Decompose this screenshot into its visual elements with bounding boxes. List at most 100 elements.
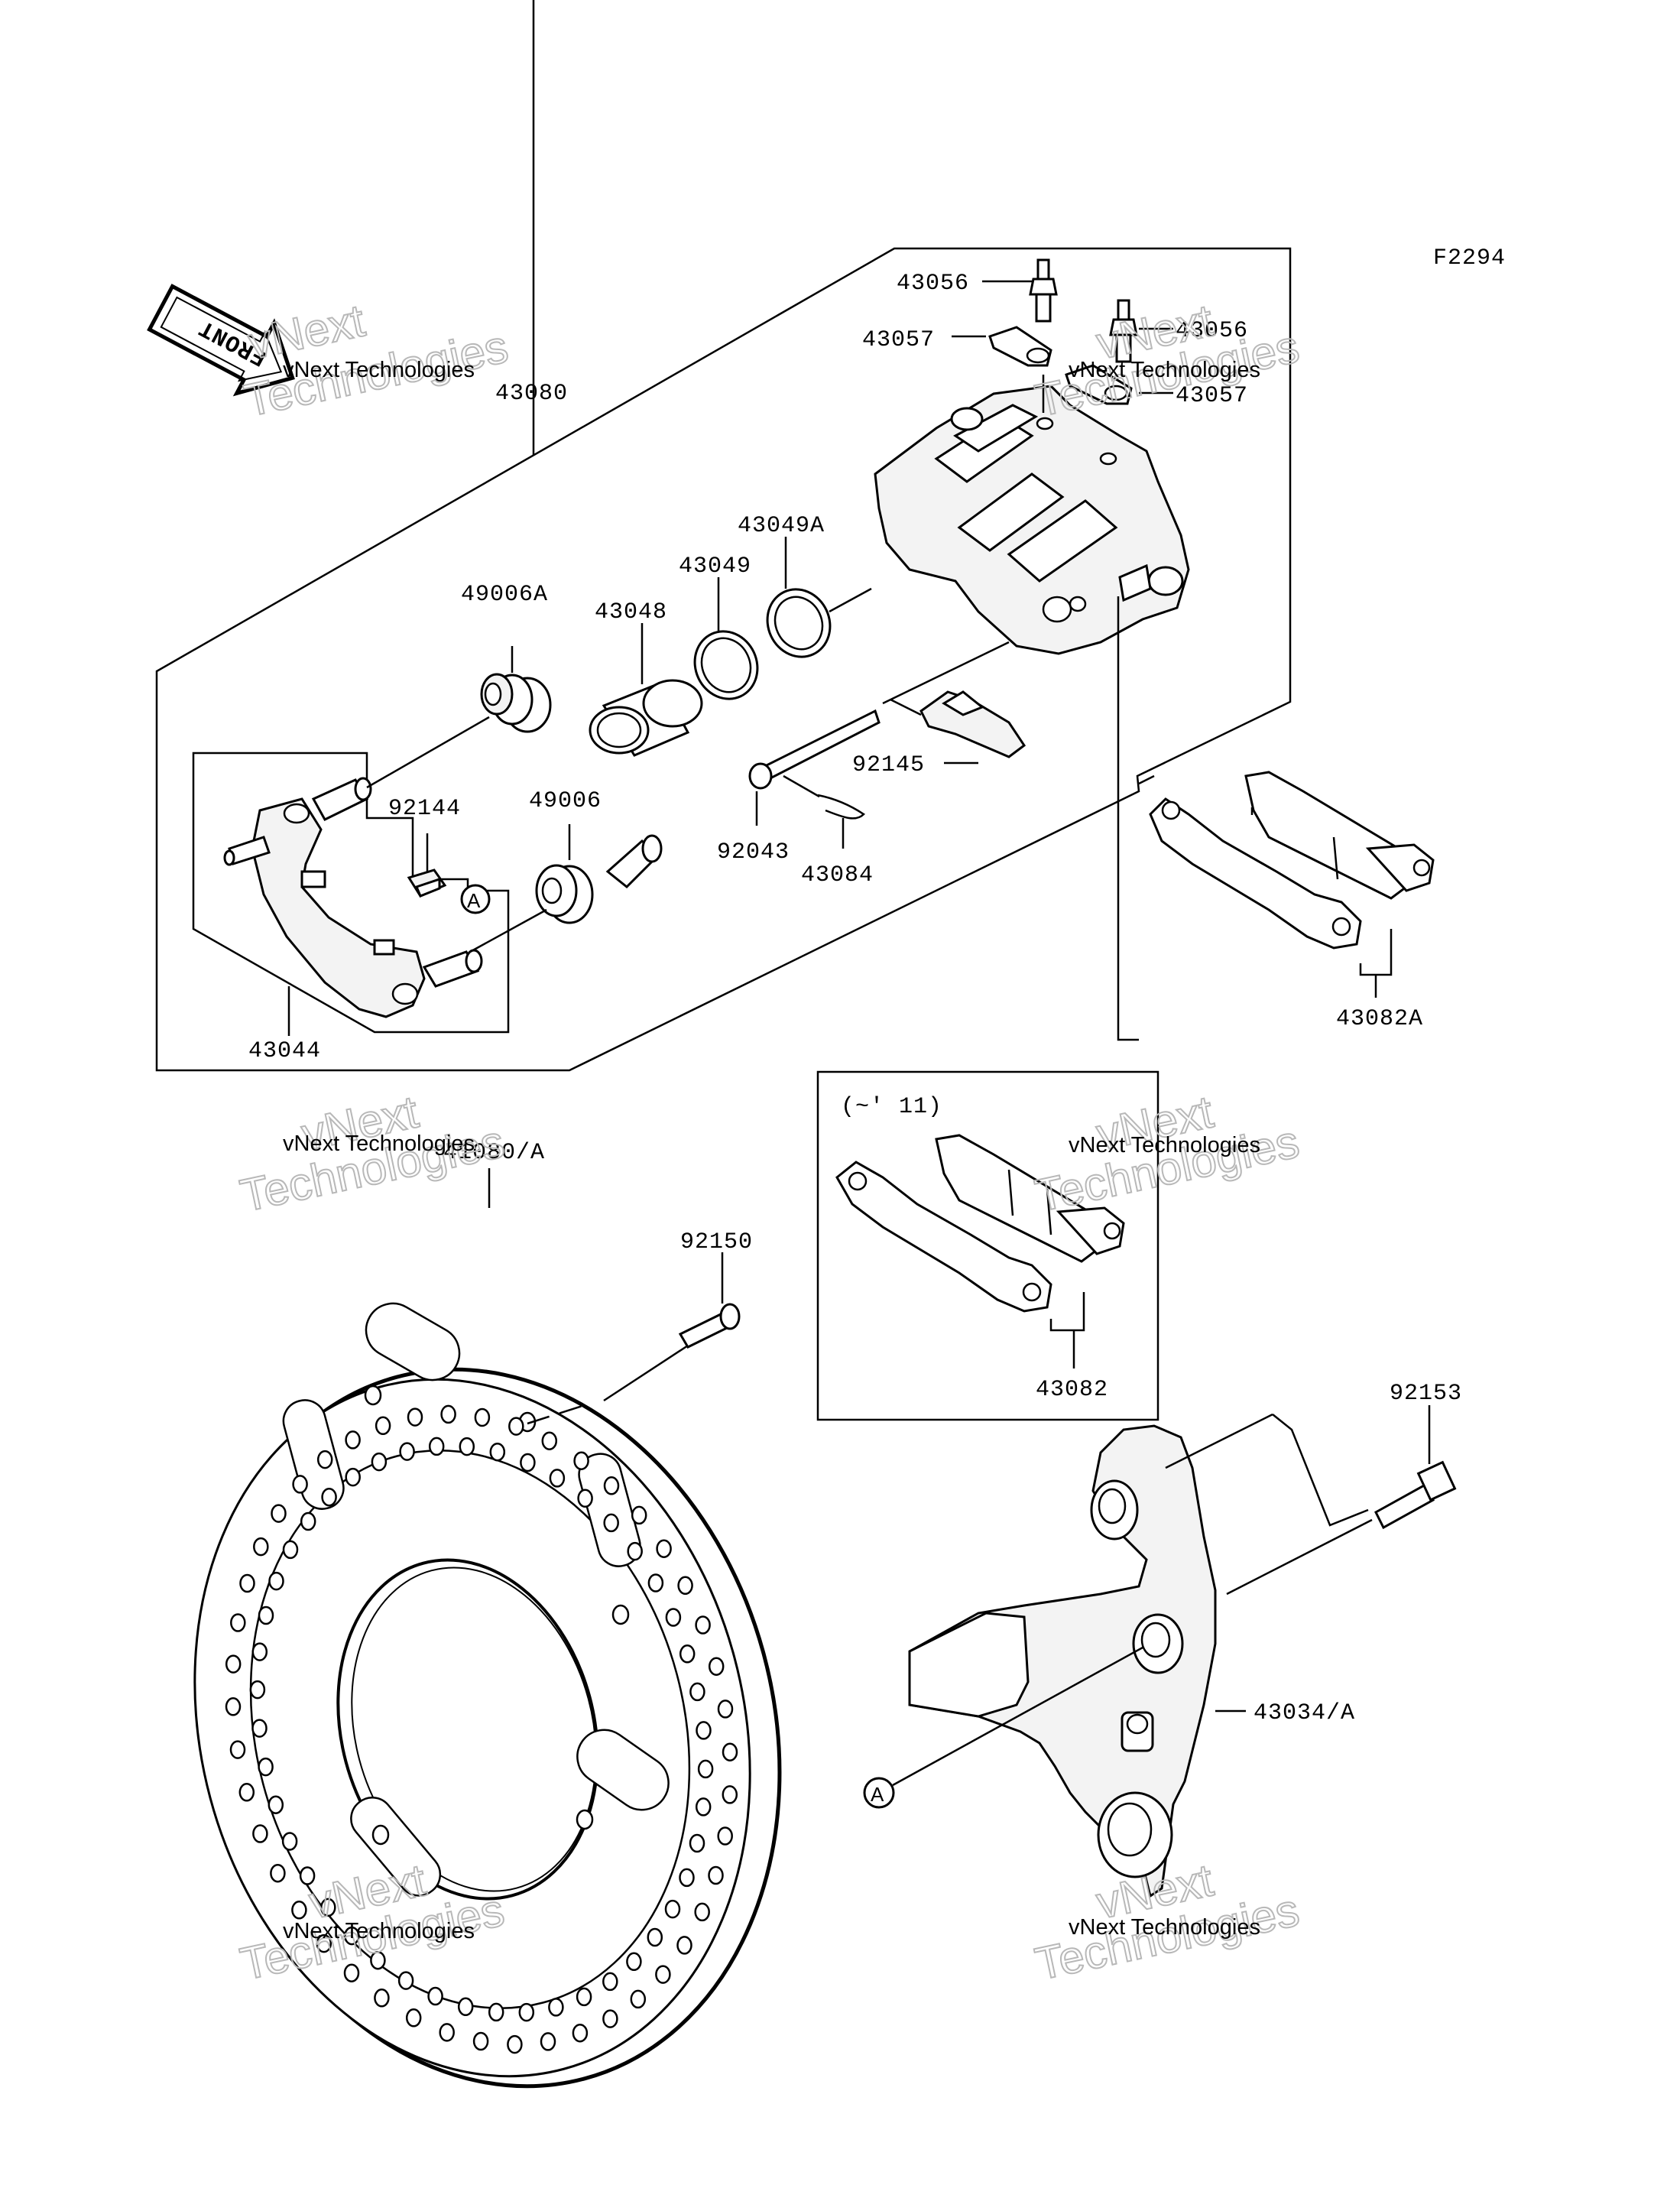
caliper-bracket-43034A [908, 1424, 1246, 1898]
callout-43057-right: 43057 [1176, 383, 1248, 409]
disc-perforation-hole [655, 1965, 671, 1984]
disc-perforation-hole [238, 1783, 255, 1802]
callout-43048: 43048 [595, 599, 667, 625]
caliper-body [874, 385, 1190, 655]
callout-43034A: 43034/A [1254, 1700, 1355, 1726]
disc-perforation-hole [320, 1898, 336, 1917]
svg-text:vNext Technologies: vNext Technologies [1069, 1133, 1260, 1157]
disc-perforation-hole [631, 1505, 647, 1525]
disc-perforation-hole [440, 1404, 456, 1424]
disc-perforation-hole [427, 1986, 443, 2006]
watermark-middle-left: vNext Technologies vNext Technologies [235, 1085, 510, 1222]
piston-43048 [589, 623, 703, 757]
caliper-bracket-43044 [223, 777, 483, 1018]
disc-perforation-hole [540, 2032, 556, 2051]
disc-perforation-hole [375, 1416, 391, 1436]
leader-marker-a-lower [892, 1646, 1143, 1787]
disc-perforation-hole [676, 1936, 692, 1955]
callout-43084: 43084 [801, 862, 874, 888]
disc-perforation-hole [251, 1719, 268, 1738]
disc-perforation-hole [717, 1826, 733, 1846]
disc-perforation-hole [407, 1407, 423, 1427]
callout-43082A: 43082A [1336, 1006, 1423, 1032]
seal-43049A [766, 537, 872, 658]
disc-perforation-hole [225, 1654, 242, 1674]
disc-perforation-hole [271, 1504, 287, 1523]
disc-perforation-hole [489, 1442, 506, 1462]
disc-perforation-hole [508, 1417, 524, 1436]
disc-perforation-hole [300, 1511, 316, 1531]
disc-perforation-hole [282, 1540, 299, 1560]
watermark-top-right: vNext Technologies vNext Technologies [1030, 294, 1305, 427]
disc-perforation-hole [252, 1824, 268, 1843]
disc-perforation-hole [270, 1863, 286, 1883]
disc-perforation-hole [647, 1573, 664, 1592]
disc-perforation-hole [291, 1901, 307, 1920]
disc-perforation-hole [229, 1740, 246, 1759]
disc-perforation-hole [399, 1442, 415, 1461]
pad-pin-92043 [748, 641, 1010, 826]
disc-bolt-92150 [678, 1252, 741, 1349]
disc-perforation-hole [253, 1537, 269, 1557]
callout-92153: 92153 [1390, 1381, 1462, 1407]
brake-pads-43082A [1117, 596, 1435, 1041]
disc-perforation-hole [647, 1927, 663, 1947]
watermark-bottom-right: vNext Technologies vNext Technologies [1030, 1853, 1305, 1990]
disc-perforation-hole [665, 1608, 682, 1627]
disc-perforation-hole [251, 1642, 268, 1661]
callout-49006A: 49006A [461, 582, 548, 608]
disc-perforation-hole [572, 2023, 589, 2043]
watermark-top-left: vNext Technologies vNext Technologies [239, 294, 514, 427]
disc-perforation-hole [695, 1615, 711, 1635]
callout-92144: 92144 [388, 796, 461, 822]
disc-perforation-hole [696, 1721, 712, 1740]
disc-perforation-hole [268, 1571, 284, 1591]
disc-perforation-hole [316, 1450, 333, 1469]
disc-perforation-hole [603, 1513, 619, 1533]
disc-perforation-hole [488, 2002, 504, 2022]
disc-perforation-hole [371, 1452, 388, 1472]
inset-note: (~' 11) [841, 1094, 942, 1120]
disc-perforation-hole [677, 1576, 693, 1596]
disc-perforation-hole [548, 1998, 564, 2017]
disc-perforation-hole [370, 1950, 386, 1970]
reference-marker-a-upper [460, 884, 491, 914]
disc-perforation-hole [345, 1430, 361, 1450]
disc-perforation-hole [679, 1868, 695, 1888]
inset-frame [816, 1070, 1159, 1421]
svg-text:vNext Technologies: vNext Technologies [283, 1131, 475, 1156]
bleeder-valve-43056-left [982, 258, 1058, 413]
disc-perforation-hole [249, 1680, 266, 1700]
callout-43049: 43049 [679, 554, 751, 580]
reference-marker-a-lower [863, 1777, 895, 1809]
disc-perforation-hole [697, 1759, 714, 1779]
callout-43044: 43044 [248, 1038, 321, 1064]
caliper-assembly-frame [155, 247, 1292, 1072]
disc-perforation-hole [230, 1613, 246, 1632]
disc-perforation-hole [722, 1785, 738, 1804]
seal-43049 [693, 577, 759, 700]
reference-marker-a-lower-label: A [871, 1783, 884, 1806]
disc-perforation-hole [225, 1697, 242, 1716]
disc-perforation-hole [474, 1407, 491, 1427]
disc-perforation-hole [459, 1437, 475, 1456]
disc-perforation-hole [258, 1757, 274, 1777]
disc-perforation-hole [577, 1489, 593, 1508]
disc-perforation-hole [457, 1997, 474, 2017]
disc-perforation-hole [664, 1899, 681, 1919]
disc-perforation-hole [374, 1989, 390, 2008]
figure-code: F2294 [1433, 245, 1506, 271]
callout-41080A: 41080/A [443, 1140, 545, 1166]
disc-perforation-hole [281, 1832, 298, 1851]
disc-perforation-hole [321, 1487, 337, 1507]
pad-spring-92145 [890, 690, 1026, 765]
disc-perforation-hole [722, 1742, 738, 1761]
disc-perforation-hole [344, 1926, 360, 1946]
disc-perforation-hole [603, 1476, 620, 1495]
disc-perforation-hole [630, 1989, 647, 2009]
disc-perforation-hole [541, 1431, 558, 1450]
callout-49006: 49006 [529, 788, 602, 814]
disc-perforation-hole [602, 1972, 618, 1992]
